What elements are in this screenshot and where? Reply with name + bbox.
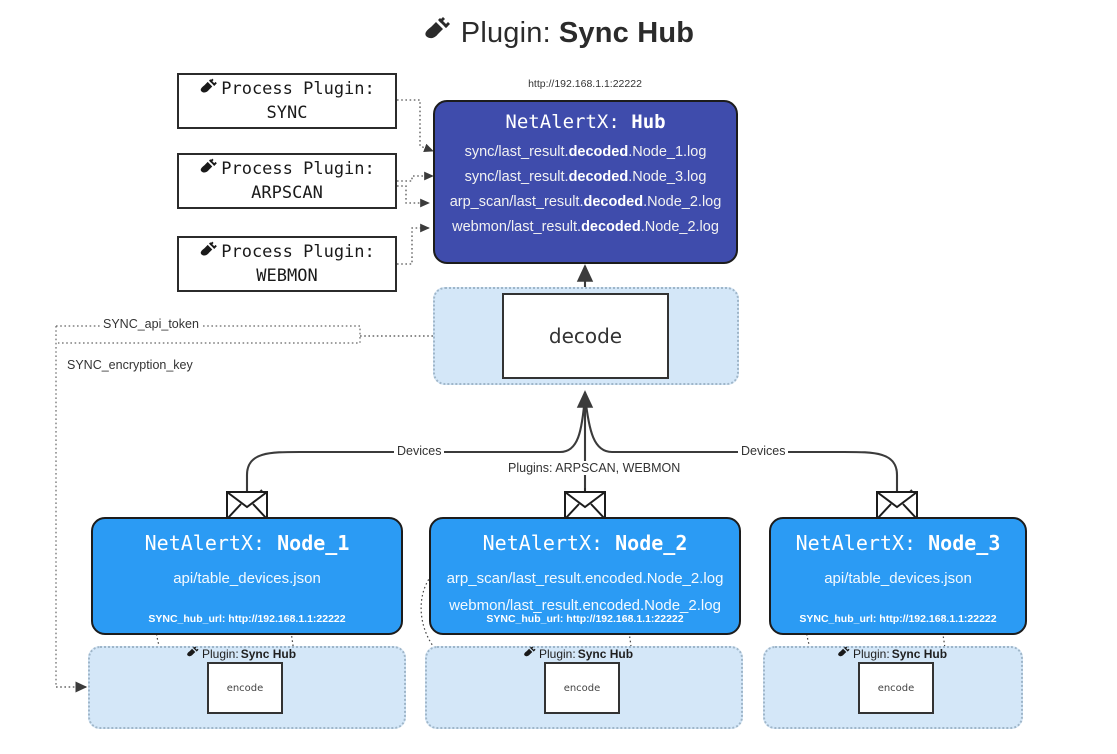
- hub-title: NetAlertX: Hub: [505, 111, 666, 133]
- process-plugin-value: SYNC: [266, 102, 308, 123]
- node-title: NetAlertX: Node_2: [482, 531, 688, 555]
- hub-log-line: arp_scan/last_result.decoded.Node_2.log: [449, 194, 722, 210]
- edge-label-devices-right: Devices: [738, 444, 789, 458]
- process-plugin-label: Process Plugin:: [221, 79, 375, 100]
- edge-label-plugins-center: Plugins: ARPSCAN, WEBMON: [505, 461, 684, 475]
- node-line: api/table_devices.json: [173, 570, 321, 587]
- edge-arpscan-to-log: [397, 185, 430, 208]
- hub-log-line: sync/last_result.decoded.Node_1.log: [464, 144, 707, 160]
- process-plugin-sync[interactable]: Process Plugin: SYNC: [177, 73, 397, 129]
- hub-box[interactable]: NetAlertX: Hub sync/last_result.decoded.…: [433, 100, 738, 264]
- encode-box-node-2[interactable]: encode: [544, 662, 620, 714]
- plug-icon: [837, 646, 851, 661]
- process-plugin-label: Process Plugin:: [221, 159, 375, 180]
- plug-icon: [199, 241, 219, 265]
- hub-log-line: webmon/last_result.decoded.Node_2.log: [452, 219, 719, 235]
- process-plugin-webmon[interactable]: Process Plugin: WEBMON: [177, 236, 397, 292]
- encode-box-node-1[interactable]: encode: [207, 662, 283, 714]
- edge-label-devices-left: Devices: [394, 444, 445, 458]
- plug-icon: [199, 158, 219, 182]
- plug-icon: [523, 646, 537, 661]
- process-plugin-label: Process Plugin:: [221, 242, 375, 263]
- secret-label-api-token: SYNC_api_token: [100, 317, 202, 331]
- envelope-icon[interactable]: [876, 491, 918, 520]
- process-plugin-value: WEBMON: [256, 265, 318, 286]
- envelope-icon[interactable]: [564, 491, 606, 520]
- node-title: NetAlertX: Node_1: [144, 531, 350, 555]
- node-box-node-3[interactable]: NetAlertX: Node_3 api/table_devices.json…: [769, 517, 1027, 635]
- edge-webmon-to-log: [397, 223, 430, 265]
- node-footer: SYNC_hub_url: http://192.168.1.1:22222: [799, 613, 997, 625]
- encode-pod-plugin-label-3: Plugin: Sync Hub: [837, 646, 947, 661]
- page-title: Plugin: Sync Hub: [0, 16, 1117, 50]
- encode-pod-plugin-label-1: Plugin: Sync Hub: [186, 646, 296, 661]
- plug-icon: [423, 16, 453, 50]
- encode-box-node-3[interactable]: encode: [858, 662, 934, 714]
- node-footer: SYNC_hub_url: http://192.168.1.1:22222: [148, 613, 346, 625]
- node-box-node-2[interactable]: NetAlertX: Node_2 arp_scan/last_result.e…: [429, 517, 741, 635]
- page-title-prefix: Plugin:: [460, 16, 551, 49]
- process-plugin-arpscan[interactable]: Process Plugin: ARPSCAN: [177, 153, 397, 209]
- page-title-name: Sync Hub: [558, 16, 695, 49]
- plug-icon: [199, 78, 219, 102]
- decode-box[interactable]: decode: [502, 293, 669, 379]
- encode-pod-plugin-label-2: Plugin: Sync Hub: [523, 646, 633, 661]
- secret-label-encryption-key: SYNC_encryption_key: [64, 358, 196, 372]
- node-footer: SYNC_hub_url: http://192.168.1.1:22222: [486, 613, 684, 625]
- hub-url-label: http://192.168.1.1:22222: [528, 78, 642, 90]
- node-line: api/table_devices.json: [824, 570, 972, 587]
- envelope-icon[interactable]: [226, 491, 268, 520]
- hub-log-line: sync/last_result.decoded.Node_3.log: [464, 169, 707, 185]
- edge-sync-to-log1: [397, 99, 434, 152]
- plug-icon: [186, 646, 200, 661]
- edge-sync-to-log3: [397, 171, 434, 182]
- node-title: NetAlertX: Node_3: [795, 531, 1001, 555]
- process-plugin-value: ARPSCAN: [251, 182, 323, 203]
- node-line: webmon/last_result.encoded.Node_2.log: [449, 597, 721, 614]
- node-box-node-1[interactable]: NetAlertX: Node_1 api/table_devices.json…: [91, 517, 403, 635]
- node-line: arp_scan/last_result.encoded.Node_2.log: [446, 570, 724, 587]
